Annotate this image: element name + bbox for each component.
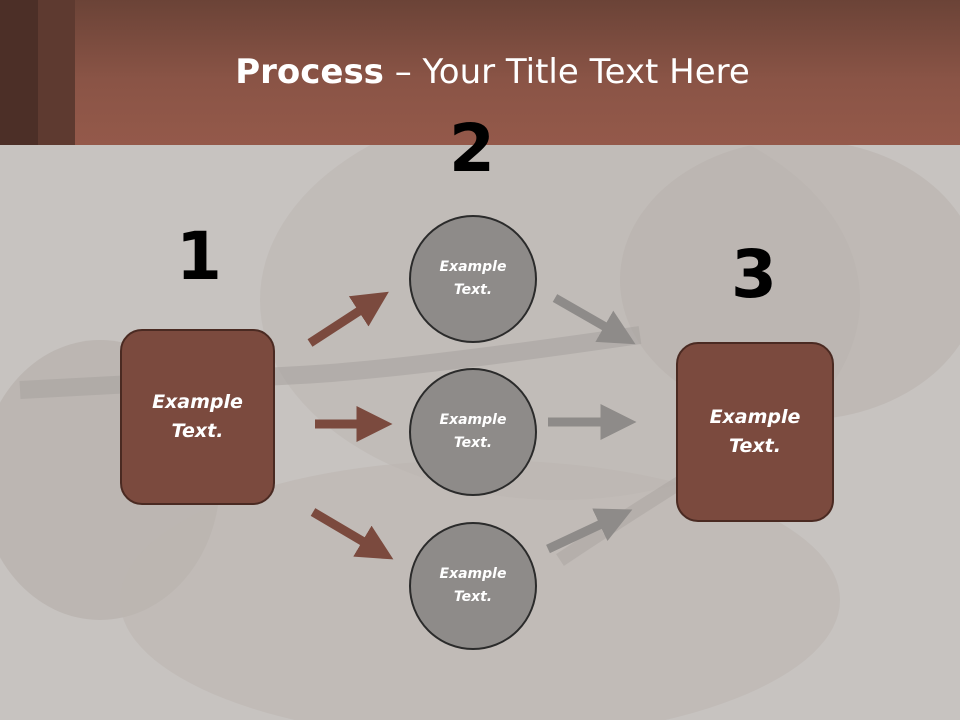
slide-title[interactable]: Process – Your Title Text Here: [0, 52, 960, 92]
circle-text-line1: Example: [439, 259, 507, 275]
step3-text-line2: Text.: [729, 435, 781, 457]
step-number-3: 3: [731, 236, 777, 313]
title-rest: – Your Title Text Here: [383, 52, 750, 92]
header-bar: [0, 0, 960, 145]
step-number-2: 2: [449, 110, 495, 187]
circle-text-line1: Example: [439, 566, 507, 582]
step1-text-line1: Example: [152, 391, 243, 413]
circle-text-line2: Text.: [453, 282, 493, 298]
title-bold: Process: [235, 52, 384, 92]
header-accent-strip: [0, 0, 38, 145]
step3-text-line1: Example: [709, 406, 801, 428]
step1-text-line2: Text.: [171, 420, 224, 442]
circle-text-line1: Example: [439, 412, 507, 428]
circle-text-line2: Text.: [453, 589, 493, 605]
header-accent-strip: [38, 0, 75, 145]
circle-text-line2: Text.: [453, 435, 493, 451]
step-number-1: 1: [176, 218, 222, 295]
